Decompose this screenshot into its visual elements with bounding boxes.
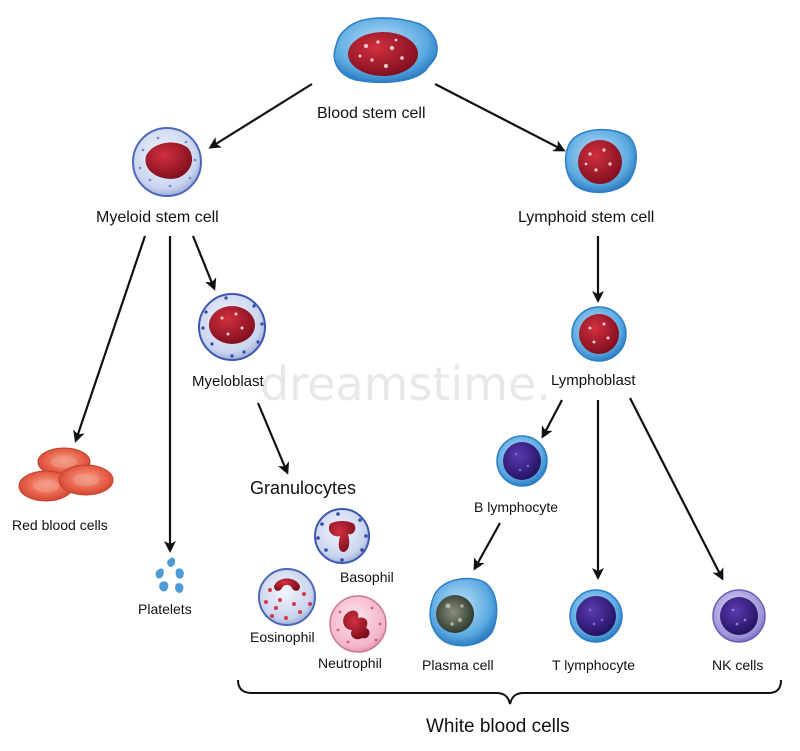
red-blood-cells-icon <box>18 447 114 502</box>
eosinophil-icon <box>258 568 316 626</box>
neutrophil-label: Neutrophil <box>318 655 382 671</box>
lymphoblast-icon <box>571 306 627 362</box>
nk-cells-label: NK cells <box>712 657 763 673</box>
myeloid-stem-cell-icon <box>132 127 202 197</box>
b-lymphocyte-icon <box>496 435 548 487</box>
plasma-cell-label: Plasma cell <box>422 657 494 673</box>
lymphoblast-label: Lymphoblast <box>551 372 636 389</box>
t-lymphocyte-label: T lymphocyte <box>552 657 635 673</box>
platelets-label: Platelets <box>138 601 192 617</box>
white-blood-cells-label: White blood cells <box>426 716 570 737</box>
granulocytes-label: Granulocytes <box>250 478 356 498</box>
platelets-icon <box>155 557 184 593</box>
red-blood-cells-label: Red blood cells <box>12 517 108 533</box>
arrow-myeloid-to-myeloblast <box>191 235 217 291</box>
arrow-myeloid-to-rbc <box>73 235 147 443</box>
white-blood-cells-brace <box>237 679 782 705</box>
nk-cell-icon <box>712 589 766 643</box>
arrows <box>73 83 724 581</box>
myeloblast-icon <box>198 293 266 361</box>
arrow-stem-to-myeloid <box>208 83 313 149</box>
arrow-lymphoblast-to-nk <box>629 397 724 581</box>
basophil-icon <box>314 508 370 564</box>
myeloid-stem-cell-label: Myeloid stem cell <box>96 209 219 226</box>
arrow-lymphoblast-to-b <box>541 399 563 439</box>
eosinophil-label: Eosinophil <box>250 629 315 645</box>
basophil-label: Basophil <box>340 569 394 585</box>
myeloblast-label: Myeloblast <box>192 373 265 390</box>
watermark-text: dreamstime. <box>260 357 551 411</box>
arrow-myeloblast-to-granulocytes <box>256 402 290 475</box>
arrow-b-to-plasma <box>473 522 501 571</box>
blood-stem-cell-icon <box>333 17 438 84</box>
t-lymphocyte-icon <box>569 589 623 643</box>
neutrophil-icon <box>329 595 387 653</box>
blood-stem-cell-label: Blood stem cell <box>317 105 426 122</box>
plasma-cell-icon <box>429 577 498 647</box>
lymphoid-stem-cell-icon <box>564 128 637 194</box>
lymphoid-stem-cell-label: Lymphoid stem cell <box>518 209 654 226</box>
arrow-stem-to-lymphoid <box>434 83 566 152</box>
b-lymphocyte-label: B lymphocyte <box>474 499 558 515</box>
